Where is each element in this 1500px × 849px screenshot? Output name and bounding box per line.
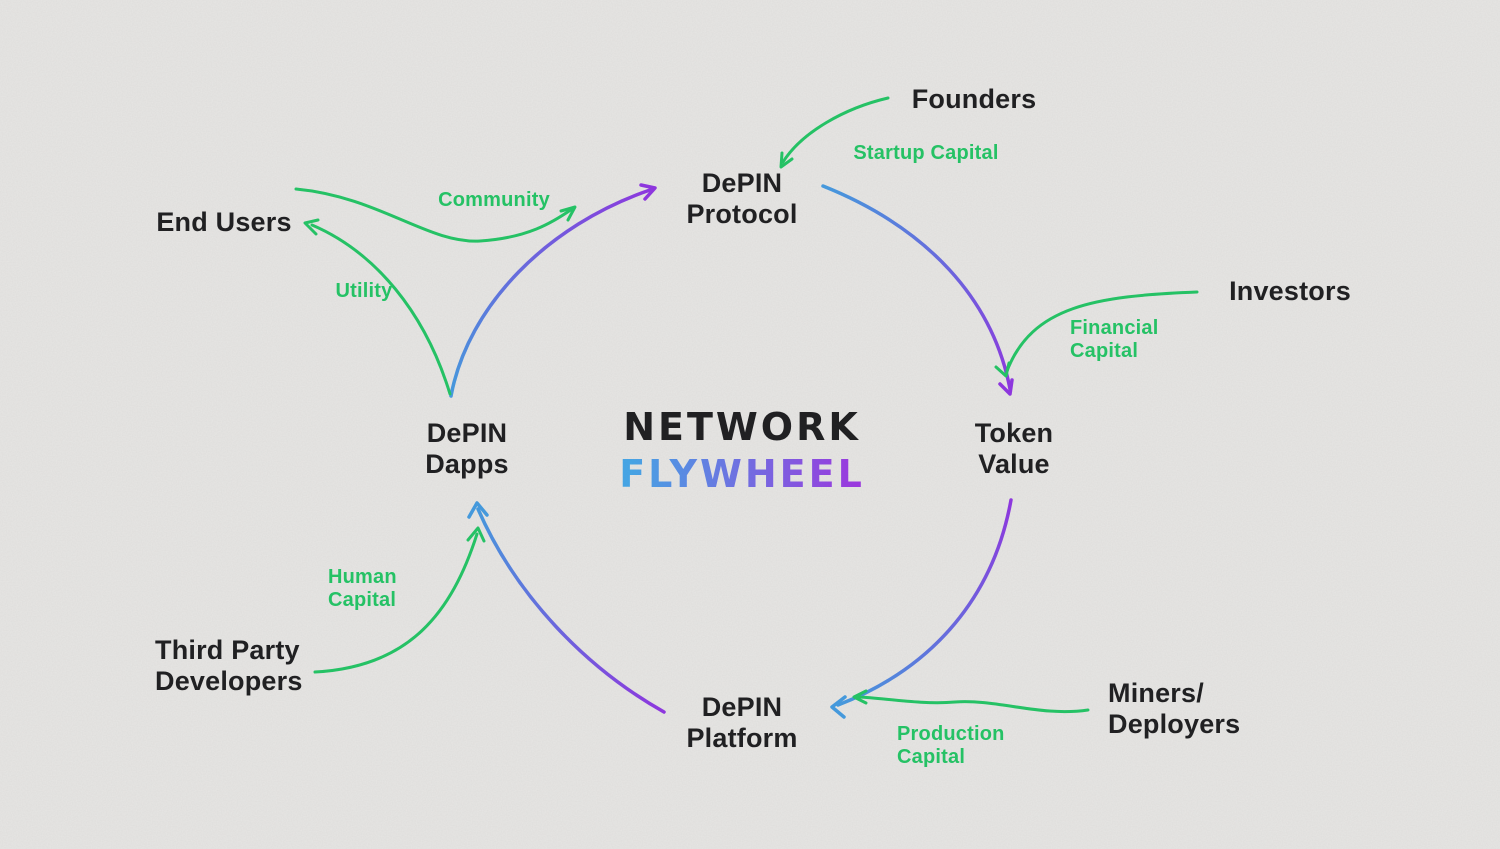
- financial-capital-line2: Capital: [1070, 340, 1139, 362]
- cycle-arrow-platform-to-dapps: [476, 507, 666, 714]
- financial-capital-line1: Financial: [1070, 317, 1159, 339]
- human-capital-label: Human Capital: [328, 566, 397, 612]
- depin-platform-line1: DePIN: [701, 692, 783, 722]
- depin-protocol-line2: Protocol: [686, 199, 798, 229]
- miners-deployers-label: Miners/ Deployers: [1108, 678, 1240, 740]
- token-value-line2: Value: [978, 449, 1050, 479]
- depin-dapps-node: DePIN Dapps: [425, 418, 509, 480]
- token-value-node: Token Value: [975, 418, 1054, 480]
- startup-capital-label: Startup Capital: [853, 142, 999, 164]
- flow-arrow-utility: [310, 223, 452, 396]
- production-capital-line2: Capital: [897, 746, 966, 768]
- depin-dapps-line2: Dapps: [425, 449, 509, 479]
- token-value-line1: Token: [974, 418, 1054, 448]
- miners-deployers-line2: Deployers: [1108, 709, 1241, 739]
- network-title: NETWORK: [623, 405, 861, 449]
- cycle-arrow-protocol-to-token: [821, 184, 1012, 391]
- flywheel-title: FLYWHEEL: [619, 452, 865, 496]
- depin-platform-node: DePIN Platform: [686, 692, 797, 754]
- financial-capital-label: Financial Capital: [1070, 317, 1159, 363]
- flow-arrow-production-capital: [857, 695, 1090, 714]
- production-capital-label: Production Capital: [897, 723, 1005, 769]
- depin-protocol-line1: DePIN: [701, 168, 783, 198]
- third-party-developers-label: Third Party Developers: [155, 635, 303, 697]
- depin-protocol-node: DePIN Protocol: [686, 168, 797, 230]
- production-capital-line1: Production: [897, 723, 1005, 745]
- cycle-arrow-token-to-platform: [836, 498, 1013, 707]
- utility-label: Utility: [335, 280, 393, 302]
- human-capital-line1: Human: [328, 566, 397, 588]
- end-users-label: End Users: [156, 207, 292, 237]
- founders-label: Founders: [911, 84, 1037, 114]
- investors-label: Investors: [1229, 276, 1351, 306]
- third-party-developers-line2: Developers: [155, 666, 303, 696]
- human-capital-line2: Capital: [328, 589, 397, 611]
- depin-platform-line2: Platform: [686, 723, 798, 753]
- arrowhead-token-to-platform: [830, 695, 847, 719]
- miners-deployers-line1: Miners/: [1108, 678, 1204, 708]
- depin-dapps-line1: DePIN: [426, 418, 508, 448]
- third-party-developers-line1: Third Party: [155, 635, 300, 665]
- community-label: Community: [438, 189, 550, 211]
- arrowhead-protocol-to-token: [998, 378, 1014, 396]
